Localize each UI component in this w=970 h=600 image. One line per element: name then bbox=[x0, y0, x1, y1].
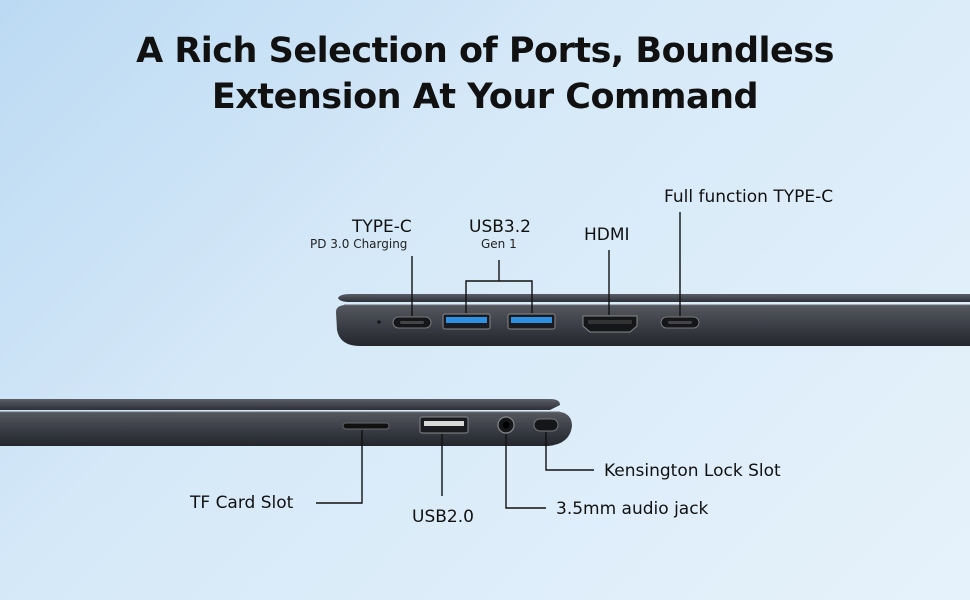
laptop-right-side bbox=[336, 212, 970, 346]
kensington-label: Kensington Lock Slot bbox=[604, 461, 781, 481]
kensington-lock-slot bbox=[533, 418, 559, 432]
tf-card-slot bbox=[342, 422, 390, 430]
laptop-left-side bbox=[0, 399, 594, 509]
usb20-label: USB2.0 bbox=[412, 507, 474, 527]
tf-card-label: TF Card Slot bbox=[190, 493, 294, 513]
headline-line-1: A Rich Selection of Ports, Boundless bbox=[136, 31, 834, 71]
audio-jack-label: 3.5mm audio jack bbox=[556, 499, 709, 519]
status-led bbox=[377, 320, 381, 324]
hdmi-label: HDMI bbox=[584, 225, 630, 245]
usb32-label: USB3.2 bbox=[469, 217, 531, 237]
typec-pd-sublabel: PD 3.0 Charging bbox=[310, 237, 408, 251]
usb32-sublabel: Gen 1 bbox=[481, 237, 517, 251]
headline-line-2: Extension At Your Command bbox=[211, 77, 759, 117]
typec-pd-label: TYPE-C bbox=[352, 217, 412, 237]
full-typec-label: Full function TYPE-C bbox=[664, 187, 834, 207]
headline: A Rich Selection of Ports, Boundless Ext… bbox=[0, 28, 970, 120]
